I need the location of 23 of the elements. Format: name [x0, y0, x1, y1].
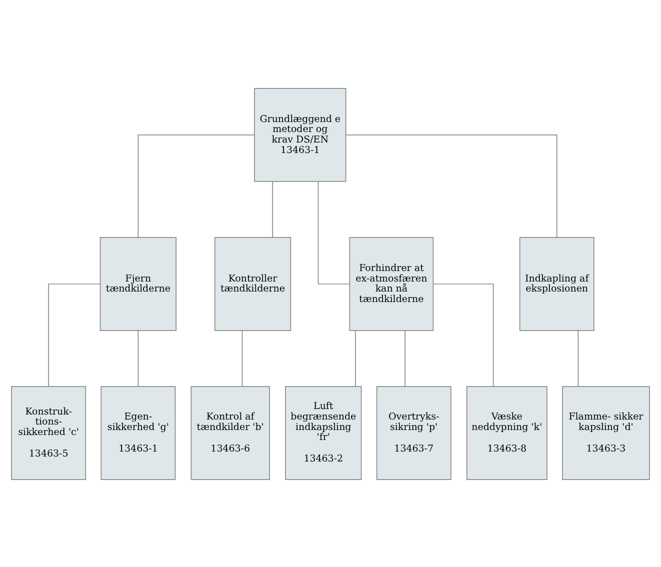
- connector: [138, 330, 139, 386]
- connector: [433, 283, 494, 386]
- connector: [272, 180, 273, 238]
- connector: [242, 330, 243, 386]
- node-box: Egen- sikkerhed 'g' 13463-1: [100, 386, 176, 480]
- node-box: Kontroller tændkilderne: [214, 236, 292, 330]
- node-box: Flamme- sikker kapsling 'd' 13463-3: [562, 386, 650, 480]
- node-box: Indkapling af eksplosionen: [519, 236, 594, 330]
- node-box: Kontrol af tændkilder 'b' 13463-6: [190, 386, 270, 480]
- connector: [346, 134, 558, 238]
- node-box: Forhindrer at ex-atmosfæren kan nå tændkilderne: [349, 236, 434, 330]
- connector: [404, 330, 406, 386]
- node-box: Overtryks- sikring 'p' 13463-7: [376, 386, 452, 480]
- connector: [48, 283, 101, 386]
- node-box: Konstruk- tions- sikkerhed 'c' 13463-5: [11, 386, 86, 480]
- connector: [318, 180, 350, 284]
- node-box: Luft begrænsende indkapsling 'fr' 13463-2: [285, 386, 362, 480]
- connector: [355, 330, 356, 386]
- connector: [138, 134, 255, 238]
- connector: [578, 330, 579, 386]
- node-box: Grundlæggend e metoder og krav DS/EN 13463-1: [254, 88, 346, 182]
- node-box: Væske neddypning 'k' 13463-8: [466, 386, 548, 480]
- node-box: Fjern tændkilderne: [100, 236, 177, 330]
